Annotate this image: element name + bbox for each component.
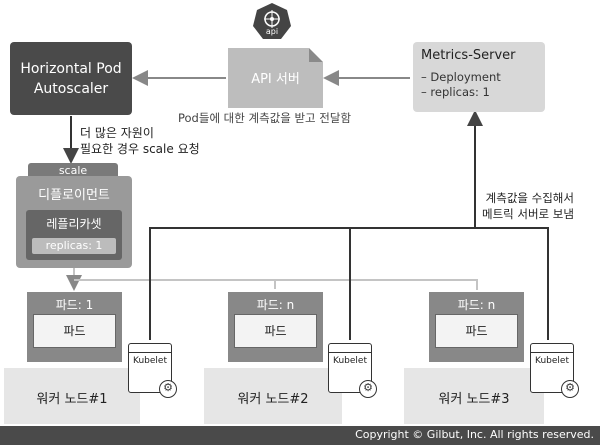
replicaset-title: 레플리카셋 bbox=[46, 217, 102, 231]
pod-3: 파드: n 파드 bbox=[429, 292, 524, 362]
api-server-fold bbox=[309, 48, 323, 62]
kubelet-3-label: Kubelet bbox=[535, 356, 569, 366]
note-scale-line1: 더 많은 자원이 bbox=[80, 126, 154, 140]
gear-icon: ⚙ bbox=[359, 380, 377, 398]
pod-3-title: 파드: n bbox=[457, 298, 496, 312]
worker-node-2: 워커 노드#2 bbox=[204, 368, 342, 424]
gear-icon: ⚙ bbox=[561, 380, 579, 398]
note-scale-line2: 필요한 경우 scale 요청 bbox=[80, 142, 200, 156]
note-scale-request: 더 많은 자원이 필요한 경우 scale 요청 bbox=[80, 125, 200, 157]
worker-node-3-label: 워커 노드#3 bbox=[438, 392, 510, 407]
kubelet-2: Kubelet ⚙ bbox=[328, 343, 377, 398]
deployment-box: 디플로이먼트 레플리카셋 replicas: 1 bbox=[16, 176, 132, 268]
metrics-item-replicas: – replicas: 1 bbox=[421, 85, 490, 99]
kubelet-2-label: Kubelet bbox=[333, 356, 367, 366]
deployment-title: 디플로이먼트 bbox=[38, 188, 110, 203]
kubelet-1-titlebar bbox=[129, 344, 171, 353]
line-deploy-pods bbox=[74, 279, 478, 290]
note-collect-line2: 메트릭 서버로 보냄 bbox=[482, 207, 574, 221]
note-api-to-hpa: Pod들에 대한 계측값을 받고 전달함 bbox=[178, 111, 352, 125]
pod-2-inner: 파드 bbox=[234, 314, 317, 348]
note-collect: 계측값을 수집해서 메트릭 서버로 보냄 bbox=[482, 190, 574, 222]
replicaset-box: 레플리카셋 replicas: 1 bbox=[26, 210, 122, 260]
pod-1-title: 파드: 1 bbox=[55, 298, 94, 312]
api-logo-label: api bbox=[265, 27, 279, 36]
kubelet-1-label: Kubelet bbox=[133, 356, 167, 366]
api-server-label: API 서버 bbox=[251, 72, 300, 87]
kubelet-2-titlebar bbox=[329, 344, 371, 353]
copyright-text: Copyright © Gilbut, Inc. All rights rese… bbox=[355, 428, 594, 441]
copyright-footer: Copyright © Gilbut, Inc. All rights rese… bbox=[0, 426, 600, 445]
worker-node-3: 워커 노드#3 bbox=[404, 368, 544, 424]
pod-3-inner: 파드 bbox=[435, 314, 518, 348]
metrics-server-box: Metrics-Server – Deployment – replicas: … bbox=[413, 42, 545, 112]
kubelet-3-titlebar bbox=[531, 344, 573, 353]
kubernetes-api-icon bbox=[253, 3, 291, 39]
kubelet-1: Kubelet ⚙ bbox=[128, 343, 177, 398]
pod-2-title: 파드: n bbox=[256, 298, 295, 312]
pod-1: 파드: 1 파드 bbox=[27, 292, 122, 362]
metrics-item-deployment: – Deployment bbox=[421, 70, 501, 84]
gear-icon: ⚙ bbox=[159, 380, 177, 398]
metrics-server-title: Metrics-Server bbox=[421, 48, 516, 63]
kubelet-3: Kubelet ⚙ bbox=[530, 343, 579, 398]
worker-node-2-label: 워커 노드#2 bbox=[237, 392, 309, 407]
note-collect-line1: 계측값을 수집해서 bbox=[485, 191, 574, 205]
api-server-box: API 서버 bbox=[228, 48, 323, 108]
scale-tab: scale bbox=[28, 163, 118, 178]
replicaset-replicas: replicas: 1 bbox=[32, 238, 116, 254]
pod-1-inner: 파드 bbox=[33, 314, 116, 348]
hpa-label: Horizontal Pod Autoscaler bbox=[20, 60, 122, 97]
pod-2: 파드: n 파드 bbox=[228, 292, 323, 362]
worker-node-1-label: 워커 노드#1 bbox=[36, 392, 108, 407]
horizontal-pod-autoscaler: Horizontal Pod Autoscaler bbox=[10, 42, 132, 115]
worker-node-1: 워커 노드#1 bbox=[4, 368, 140, 424]
